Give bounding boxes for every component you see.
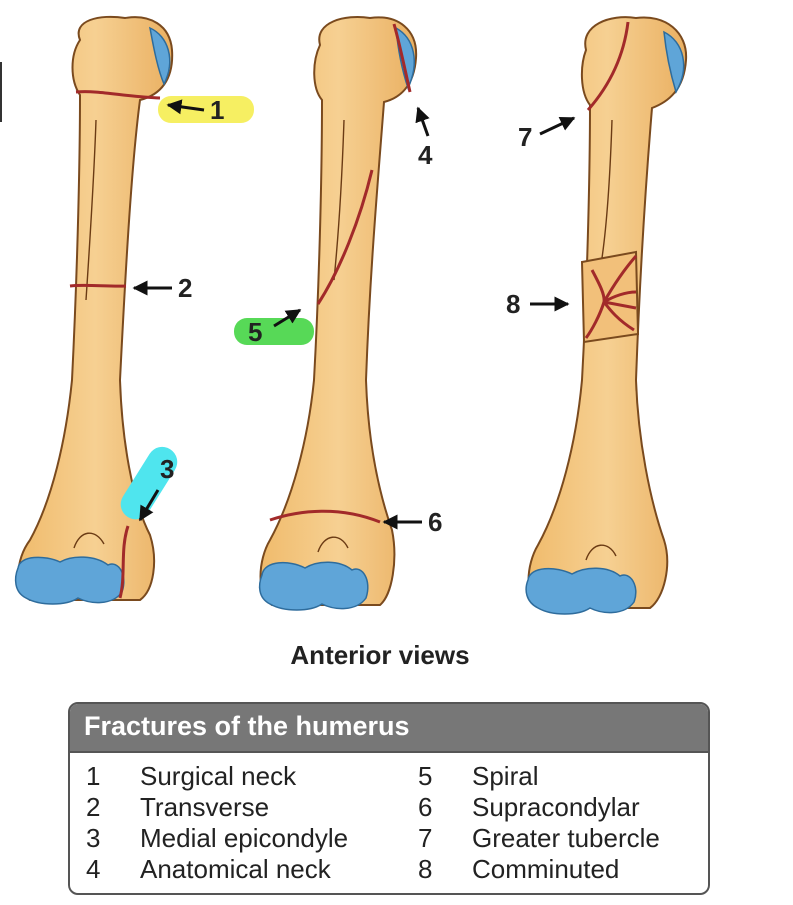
legend-row: 3 Medial epicondyle 7 Greater tubercle: [70, 823, 708, 854]
fracture-line-3: [118, 525, 130, 599]
arrow-1: [166, 99, 205, 115]
arrow-5: [273, 308, 302, 328]
legend-grid: 1 Surgical neck 5 Spiral 2 Transverse 6 …: [70, 753, 708, 885]
figure-caption: Anterior views: [290, 640, 470, 670]
bone-2-condyles: [258, 561, 369, 611]
legend-row: 2 Transverse 6 Supracondylar: [70, 792, 708, 823]
bone-1-body: [17, 15, 174, 601]
legend-number: 6: [418, 792, 433, 822]
legend-row: 1 Surgical neck 5 Spiral: [70, 761, 708, 792]
arrow-3: [138, 489, 160, 522]
marker-5: 5: [248, 317, 262, 347]
legend-label: Supracondylar: [472, 792, 640, 822]
legend-number: 5: [418, 761, 433, 791]
fracture-line-6: [269, 509, 381, 524]
legend-number: 4: [86, 854, 101, 884]
arrow-4: [415, 106, 430, 137]
fracture-line-7: [586, 21, 630, 111]
fracture-line-2: [69, 283, 127, 288]
legend-row: 4 Anatomical neck 8 Comminuted: [70, 854, 708, 885]
fracture-line-1: [75, 90, 161, 100]
bone-3-condyles: [525, 567, 637, 615]
marker-1: 1: [210, 95, 224, 125]
fracture-line-5: [316, 169, 374, 305]
highlight-1: [158, 96, 254, 123]
legend-number: 2: [86, 792, 101, 822]
legend-label: Medial epicondyle: [140, 823, 349, 853]
marker-7: 7: [518, 122, 532, 152]
bone-3-head-cartilage: [663, 30, 685, 94]
legend-label: Spiral: [472, 761, 539, 791]
marker-3: 3: [160, 454, 174, 484]
legend-label: Anatomical neck: [140, 854, 331, 884]
marker-2: 2: [178, 273, 192, 303]
legend-box: Fractures of the humerus 1 Surgical neck…: [68, 702, 710, 895]
marker-8: 8: [506, 289, 520, 319]
fracture-line-4: [392, 23, 412, 93]
legend-label: Comminuted: [472, 854, 620, 884]
humerus-bone-2: [258, 16, 418, 611]
bone-1-head-cartilage: [149, 26, 171, 86]
legend-title: Fractures of the humerus: [70, 704, 708, 753]
legend-number: 3: [86, 823, 101, 853]
fracture-line-8: [584, 255, 638, 339]
marker-4: 4: [418, 140, 433, 170]
legend-number: 8: [418, 854, 433, 884]
humerus-bone-1: [14, 15, 174, 605]
arrow-7: [539, 116, 576, 136]
legend-number: 7: [418, 823, 433, 853]
marker-6: 6: [428, 507, 442, 537]
bone-2-body: [259, 16, 418, 606]
legend-label: Surgical neck: [140, 761, 297, 791]
legend-label: Transverse: [140, 792, 270, 822]
bone-1-condyles: [14, 556, 125, 605]
legend-label: Greater tubercle: [472, 823, 660, 853]
humerus-bone-3: [525, 16, 688, 615]
legend-number: 1: [86, 761, 101, 791]
highlight-5: [234, 318, 314, 345]
left-edge-mark: [0, 62, 2, 122]
highlight-3: [120, 446, 178, 520]
